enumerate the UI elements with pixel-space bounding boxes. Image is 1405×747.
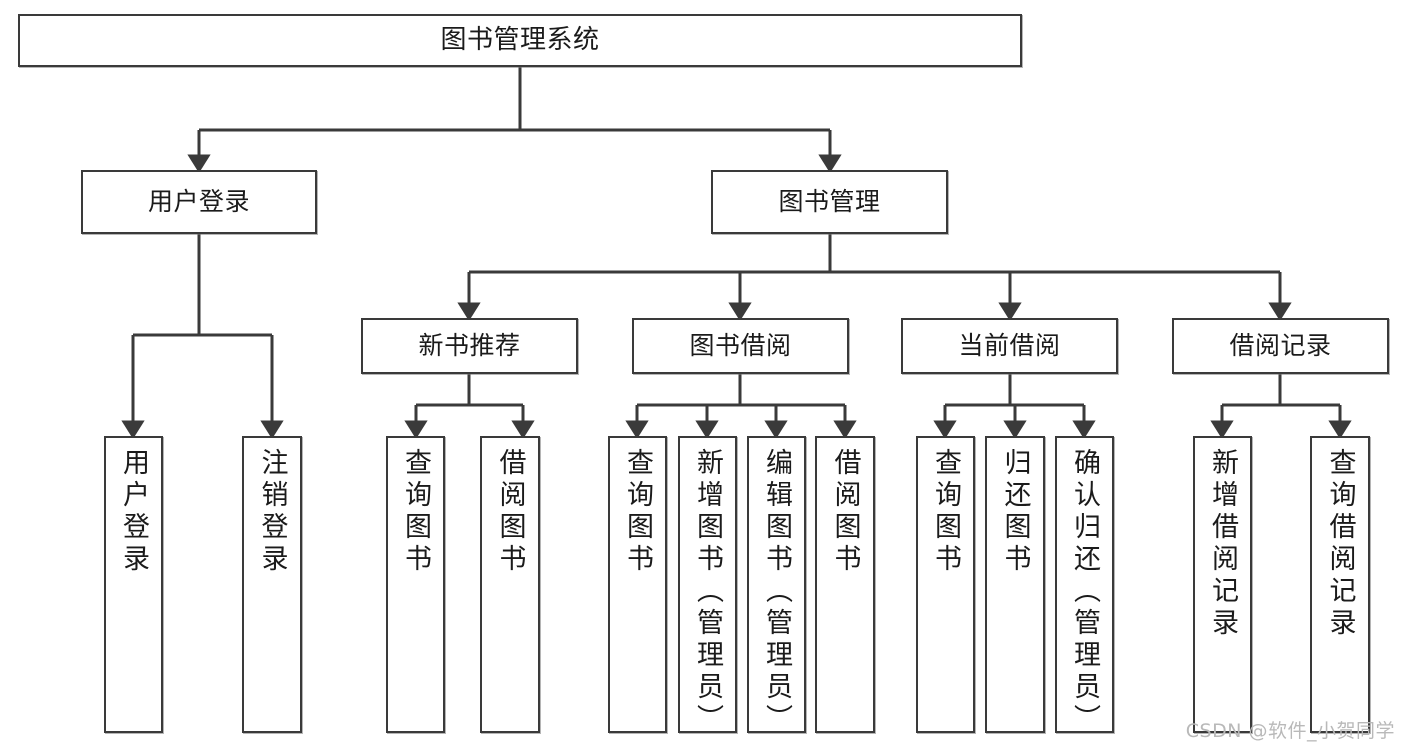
node-book-borrow[interactable]: 图书借阅 (632, 318, 849, 374)
node-new-book-recommend[interactable]: 新书推荐 (361, 318, 578, 374)
leaf-add-book-admin[interactable]: 新增图书（管理员） (678, 436, 737, 736)
leaf-add-book-admin-label: 新增图书（管理员） (692, 448, 723, 736)
node-user-login[interactable]: 用户登录 (81, 170, 317, 234)
leaf-query-book-recommend[interactable]: 查询图书 (386, 436, 445, 733)
leaf-confirm-return-admin[interactable]: 确认归还（管理员） (1055, 436, 1114, 736)
node-borrow-record-label: 借阅记录 (1229, 331, 1332, 360)
leaf-query-book-current[interactable]: 查询图书 (916, 436, 975, 733)
node-current-borrow[interactable]: 当前借阅 (901, 318, 1118, 374)
leaf-confirm-return-admin-label: 确认归还（管理员） (1069, 448, 1100, 736)
leaf-return-book-label: 归还图书 (999, 448, 1031, 576)
leaf-query-book-current-label: 查询图书 (930, 448, 961, 576)
node-new-book-recommend-label: 新书推荐 (418, 331, 521, 360)
leaf-query-borrow-record-label: 查询借阅记录 (1324, 448, 1356, 640)
leaf-edit-book-admin[interactable]: 编辑图书（管理员） (747, 436, 806, 736)
leaf-query-book-recommend-label: 查询图书 (400, 448, 431, 576)
leaf-logout-label: 注销登录 (256, 448, 288, 576)
leaf-return-book[interactable]: 归还图书 (985, 436, 1045, 733)
leaf-query-borrow-record[interactable]: 查询借阅记录 (1310, 436, 1370, 733)
leaf-user-login-label: 用户登录 (118, 448, 149, 576)
node-root-label: 图书管理系统 (440, 24, 600, 55)
leaf-user-login[interactable]: 用户登录 (104, 436, 163, 733)
leaf-query-book-borrow-label: 查询图书 (622, 448, 653, 576)
node-current-borrow-label: 当前借阅 (958, 331, 1061, 360)
leaf-logout[interactable]: 注销登录 (242, 436, 302, 733)
leaf-add-borrow-record-label: 新增借阅记录 (1207, 448, 1238, 640)
leaf-borrow-book-label: 借阅图书 (829, 448, 861, 576)
leaf-borrow-book[interactable]: 借阅图书 (815, 436, 875, 733)
node-root[interactable]: 图书管理系统 (18, 14, 1022, 67)
leaf-edit-book-admin-label: 编辑图书（管理员） (761, 448, 792, 736)
node-user-login-label: 用户登录 (147, 187, 250, 216)
leaf-borrow-book-recommend-label: 借阅图书 (494, 448, 526, 576)
leaf-borrow-book-recommend[interactable]: 借阅图书 (480, 436, 540, 733)
node-borrow-record[interactable]: 借阅记录 (1172, 318, 1389, 374)
node-book-management[interactable]: 图书管理 (711, 170, 948, 234)
node-book-borrow-label: 图书借阅 (689, 331, 792, 360)
leaf-query-book-borrow[interactable]: 查询图书 (608, 436, 667, 733)
leaf-add-borrow-record[interactable]: 新增借阅记录 (1193, 436, 1252, 733)
node-book-management-label: 图书管理 (778, 187, 881, 216)
